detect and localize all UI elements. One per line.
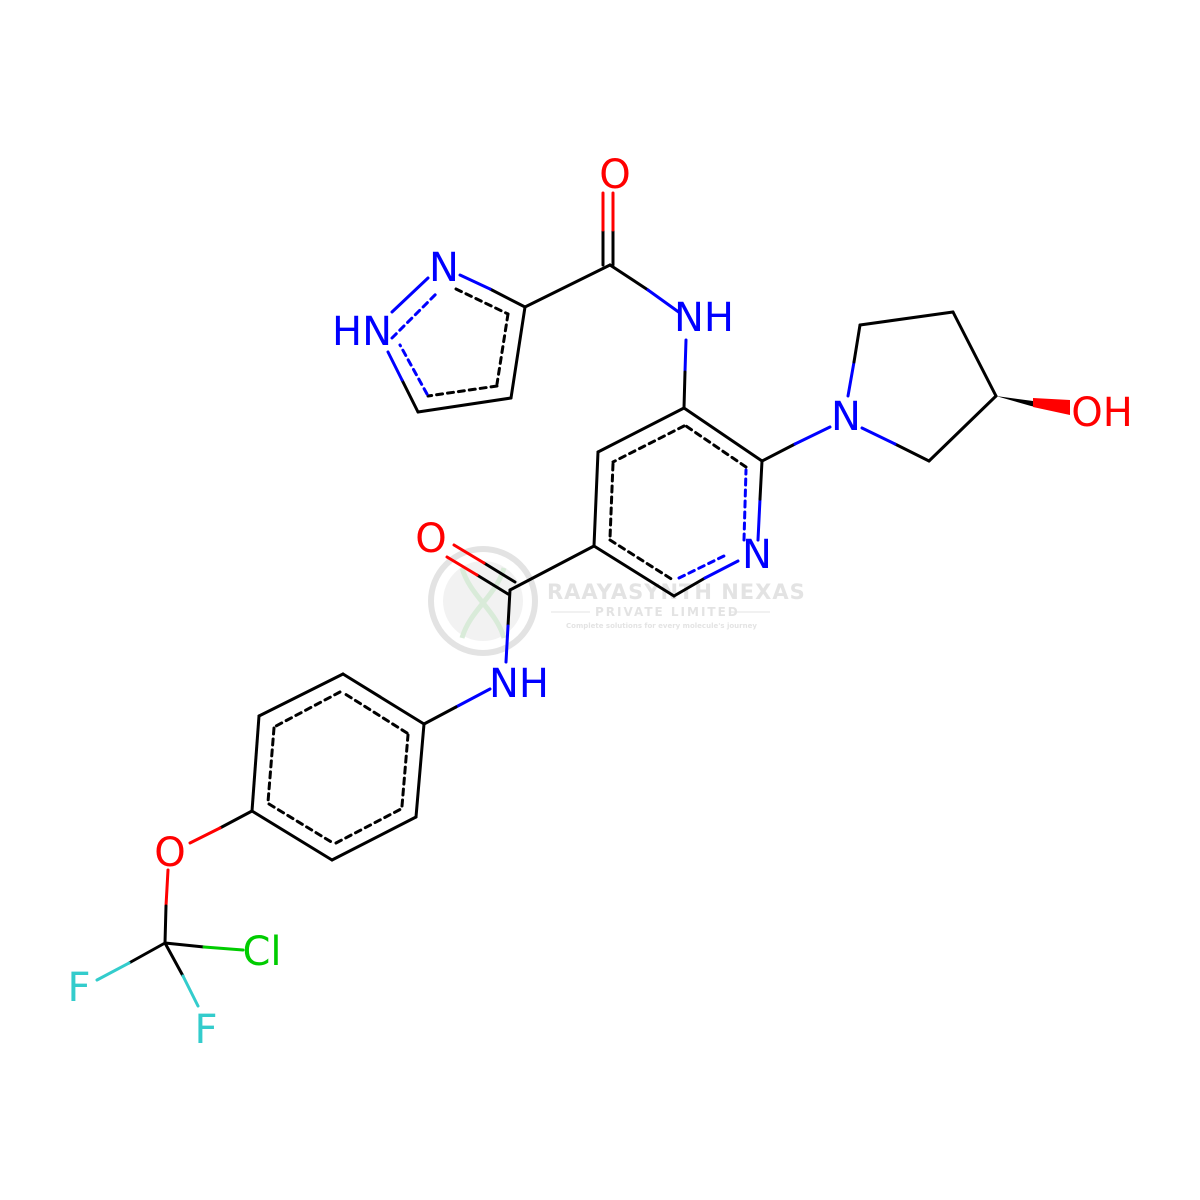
bond-pyr-c2-c3	[858, 310, 955, 327]
bond-py-c3-c4	[596, 406, 686, 454]
bond-c-cl	[163, 941, 206, 949]
atom-cl: Cl	[242, 929, 281, 975]
bond-py-arom-5	[742, 468, 748, 542]
watermark-company: RAAYASYNTH NEXAS	[547, 580, 806, 604]
bond-c-f-left	[127, 941, 167, 965]
bond-bz-1	[341, 672, 426, 726]
bond-py-n-c2-c	[758, 459, 764, 501]
bond-pz-arom-3	[398, 343, 429, 396]
atom-o-amide-left: O	[415, 516, 446, 562]
bond-py-arom-1	[611, 424, 686, 464]
bond-pyr-c3-c4	[951, 310, 998, 398]
bond-wedge-oh-red	[1033, 398, 1070, 415]
bond-nh-pyridine	[683, 338, 688, 374]
bond-py-c4-c5	[592, 450, 600, 548]
bond-carbonyl-nh-n	[646, 288, 682, 315]
bond-bz-arom-1	[340, 690, 409, 735]
atom-f-left: F	[67, 965, 90, 1011]
atom-o-ether: O	[154, 830, 185, 876]
bond-nh-phenyl	[454, 687, 492, 709]
bond-amide-left-cn-n	[504, 624, 510, 664]
bond-bz-6	[414, 722, 426, 819]
atom-n-pyrazole: N	[429, 245, 459, 291]
bond-pyr-n-c2-c	[852, 323, 862, 364]
bond-c-f-bottom	[163, 941, 185, 978]
bond-bz-arom-3	[266, 726, 276, 804]
bond-py-arom-3	[608, 538, 675, 582]
watermark-subtitle: PRIVATE LIMITED	[595, 605, 740, 619]
atom-nh-amide-top: NH	[674, 295, 734, 341]
atom-labels: O N HN NH N OH N O NH O Cl F F	[67, 152, 1132, 1053]
bond-amide-left-co-o	[452, 543, 486, 565]
bond-py-c5-amide	[508, 544, 596, 592]
bond-bz-arom-2	[274, 690, 342, 728]
bond-amide-left-cn	[506, 588, 512, 628]
bond-pz-arom-2	[426, 384, 499, 398]
bond-bz-o-o	[188, 826, 222, 845]
bond-pz-c3-n2	[488, 287, 527, 309]
bond-nh-pyridine-c	[682, 370, 687, 410]
bond-bz-4	[250, 809, 334, 862]
bond-c-f-bottom-f	[181, 974, 200, 1008]
bond-pz-arom-4	[390, 290, 440, 340]
bond-py-c6-n-n	[703, 559, 740, 580]
bond-amide-left-co-2	[475, 573, 510, 596]
atom-o-pyrazole-carbonyl: O	[599, 152, 630, 198]
bond-bz-3	[250, 714, 261, 813]
watermark: RAAYASYNTH NEXAS PRIVATE LIMITED Complet…	[428, 546, 806, 656]
bond-o-ccf-c	[163, 904, 168, 945]
bond-pz-c3-c4	[509, 305, 527, 400]
bond-py-pyrrolidine	[760, 442, 797, 463]
atom-oh: OH	[1071, 390, 1133, 436]
bond-o-ccf	[164, 868, 170, 908]
bond-pz-arom-5	[454, 287, 510, 316]
bond-py-arom-2	[608, 462, 615, 540]
bond-py-c6-n	[672, 576, 707, 598]
atom-n-pyrrolidine: N	[831, 394, 861, 440]
bond-py-arom-4	[677, 552, 730, 580]
bond-pyr-c5-n-n	[860, 426, 897, 446]
bond-bz-arom-4	[267, 802, 335, 845]
bond-bz-arom-6	[400, 733, 410, 808]
bond-pyr-c4-c5	[927, 394, 998, 463]
bond-pz-arom-1	[495, 312, 510, 386]
watermark-logo-ring	[428, 546, 538, 656]
bond-pz-c5-n1-n	[386, 350, 404, 382]
bond-pz-c3-n2-n	[458, 273, 492, 291]
bond-pz-c4-c5	[416, 396, 513, 414]
bond-pyr-n-c2	[846, 360, 856, 398]
atom-nh-pyrazole: HN	[332, 309, 392, 355]
bond-bz-arom-5	[334, 807, 403, 845]
bond-bz-2	[257, 672, 345, 718]
bond-py-c5-c6	[592, 544, 676, 598]
bonds	[95, 191, 998, 1008]
bond-c-cl-cl	[202, 945, 245, 952]
bond-py-n-c2	[756, 497, 762, 542]
watermark-logo-helix-icon	[459, 567, 507, 639]
bond-pz-n1-n2	[390, 276, 430, 314]
atom-f-bottom: F	[194, 1007, 217, 1053]
watermark-tagline: Complete solutions for every molecule's …	[566, 622, 757, 630]
bond-pz-c5-n1	[400, 378, 420, 414]
bond-py-c2-c3	[682, 406, 764, 463]
bond-nh-phenyl-c	[422, 705, 458, 726]
atom-nh-amide-bottom: NH	[489, 661, 549, 707]
bond-py-arom-6	[684, 424, 748, 469]
atom-n-pyridine: N	[742, 532, 772, 578]
bond-amide-left-co	[482, 561, 517, 584]
bond-c-f-left-f	[95, 961, 131, 982]
bond-carbonyl-nh	[608, 263, 650, 292]
bond-bz-o	[218, 809, 254, 830]
bond-carbonyl-pyrazole	[523, 263, 612, 309]
bond-bz-5	[330, 815, 418, 862]
bond-py-pyrrolidine-n	[793, 425, 832, 446]
bond-pyr-c5-n	[893, 442, 931, 463]
bond-amide-left-co-2-o	[445, 555, 479, 577]
